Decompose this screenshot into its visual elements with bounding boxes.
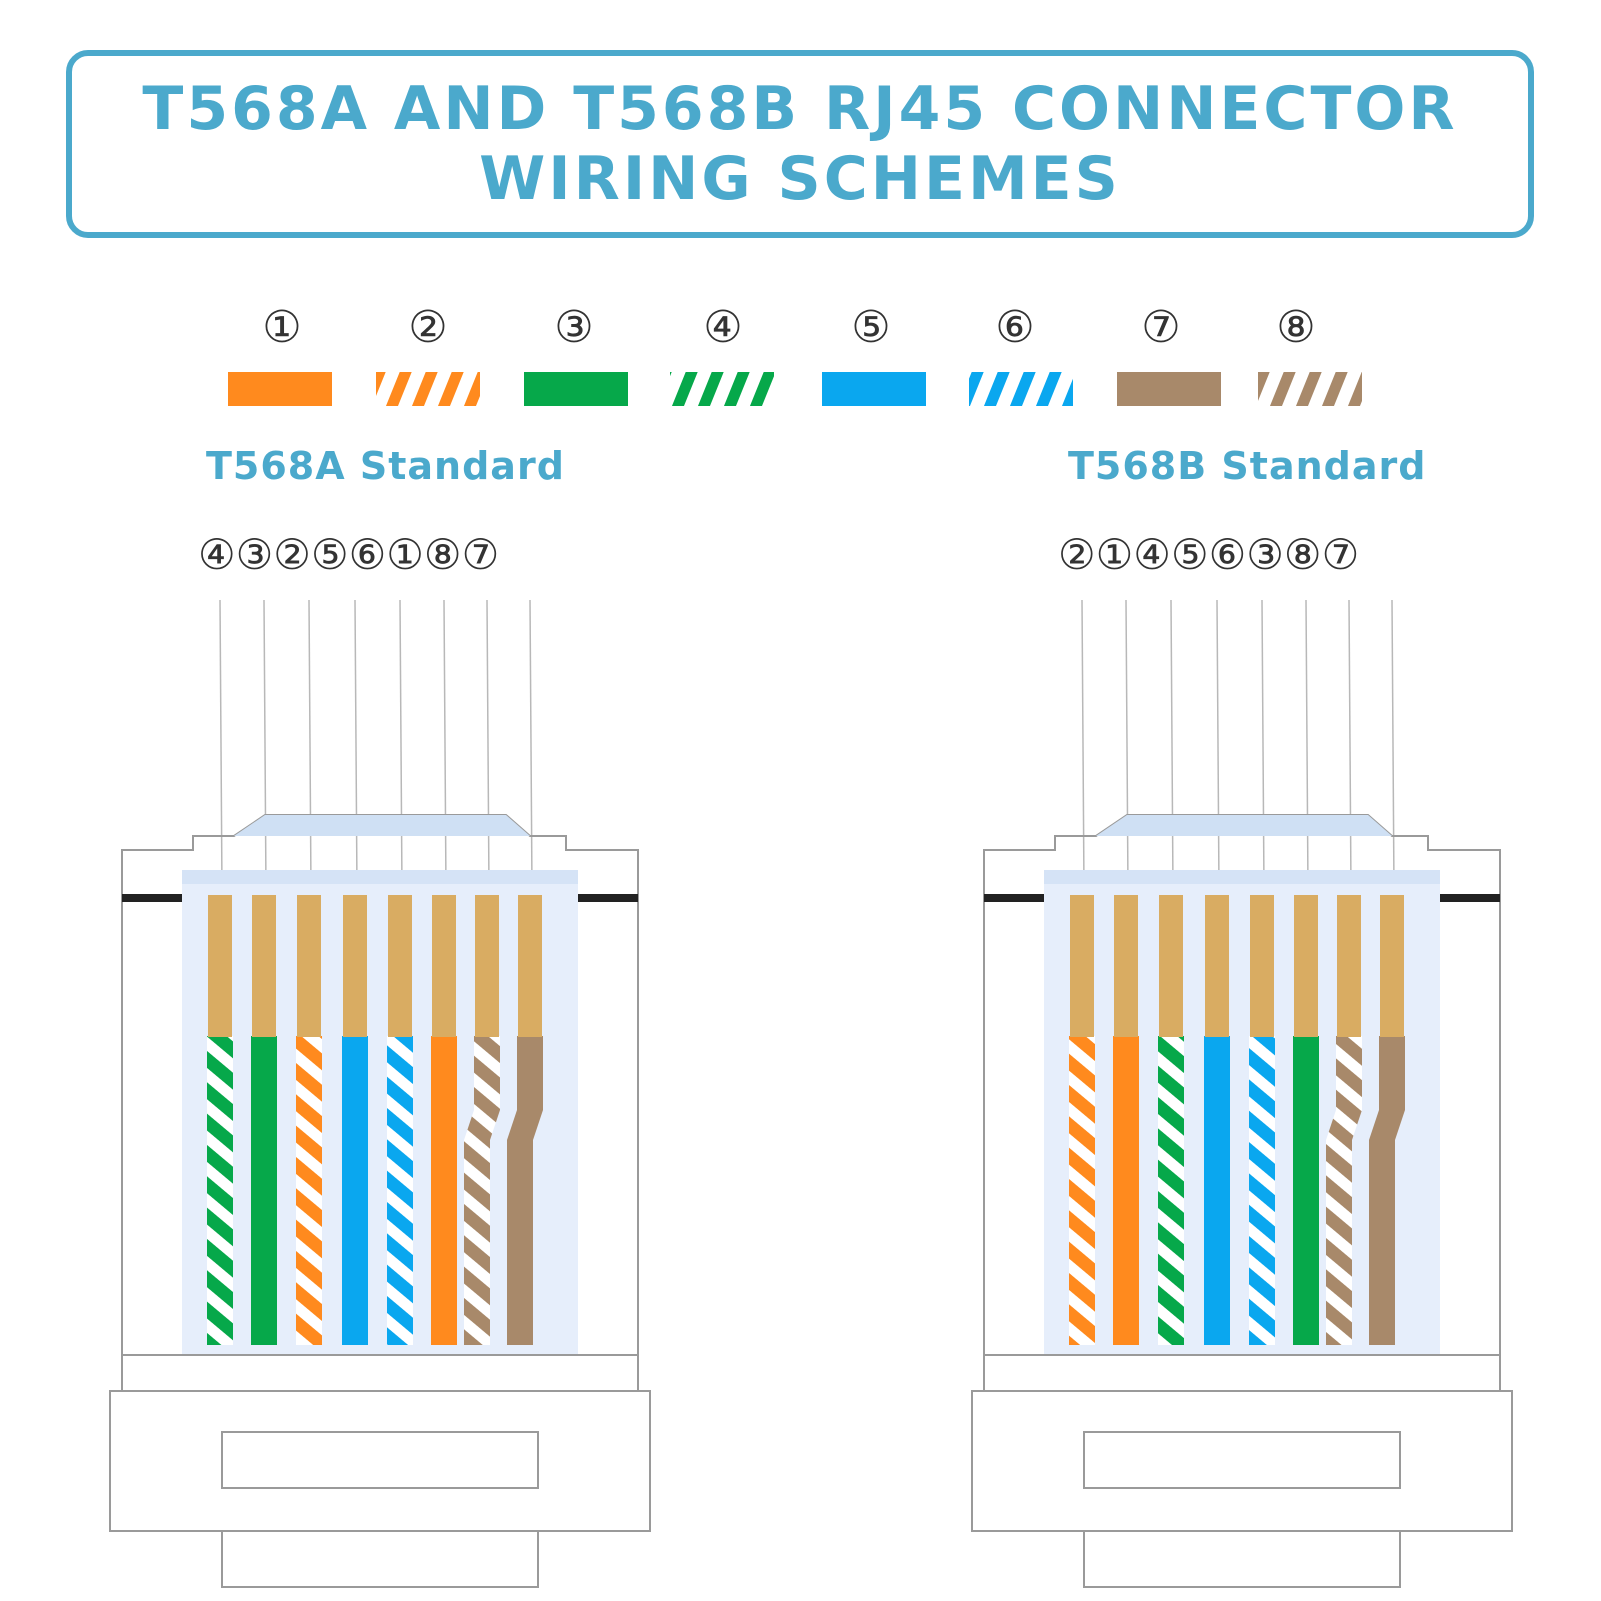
legend-num-2: ② <box>408 302 448 353</box>
t568b-wire-8 <box>1369 1036 1405 1345</box>
legend-num-1: ① <box>262 302 302 353</box>
t568a-pin-contact-7 <box>475 895 499 1037</box>
legend-num-6: ⑥ <box>995 302 1035 353</box>
t568b-pin-contact-3 <box>1159 895 1183 1037</box>
legend-swatch-6 <box>969 372 1073 406</box>
legend-swatch-5 <box>822 372 926 406</box>
t568b-collar <box>983 1354 1501 1392</box>
t568b-wire-6 <box>1293 1036 1319 1345</box>
t568b-pin-contact-2 <box>1114 895 1138 1037</box>
legend-swatch-1 <box>228 372 332 406</box>
title-line-1: T568A AND T568B RJ45 CONNECTOR <box>142 74 1458 144</box>
t568a-lead-line-2 <box>263 599 267 891</box>
t568a-left-bar <box>122 894 182 902</box>
t568b-right-bar <box>1440 894 1500 902</box>
legend-swatch-7 <box>1117 372 1221 406</box>
t568a-boot-window <box>221 1431 539 1489</box>
t568b-lead-line-3 <box>1170 599 1174 891</box>
legend-swatch-4 <box>670 372 774 406</box>
t568b-wire-3 <box>1158 1036 1184 1345</box>
t568a-pin-order: ④③②⑤⑥①⑧⑦ <box>198 530 500 579</box>
legend-num-8: ⑧ <box>1276 302 1316 353</box>
t568a-wire-6 <box>431 1036 457 1345</box>
t568b-lead-line-4 <box>1216 599 1220 891</box>
t568a-lead-line-1 <box>219 599 223 891</box>
t568a-pin-contact-3 <box>297 895 321 1037</box>
t568a-pin-contact-4 <box>343 895 367 1037</box>
t568b-wire-2 <box>1113 1036 1139 1345</box>
legend-num-4: ④ <box>703 302 743 353</box>
t568b-lead-line-8 <box>1391 599 1395 891</box>
t568a-lead-line-7 <box>486 599 490 891</box>
legend-num-3: ③ <box>554 302 594 353</box>
t568a-standard-label: T568A Standard <box>206 444 565 488</box>
legend-swatch-2 <box>376 372 480 406</box>
t568b-boot-window <box>1083 1431 1401 1489</box>
t568a-wire-3 <box>296 1036 322 1345</box>
t568a-pin-contact-5 <box>388 895 412 1037</box>
t568a-collar <box>121 1354 639 1392</box>
t568b-pin-contact-6 <box>1294 895 1318 1037</box>
t568a-right-bar <box>578 894 638 902</box>
legend-swatch-8 <box>1258 372 1362 406</box>
t568b-connector <box>971 599 1513 1588</box>
t568a-cable-stub <box>221 1530 539 1588</box>
t568b-lead-line-2 <box>1125 599 1129 891</box>
t568b-pin-contact-4 <box>1205 895 1229 1037</box>
t568b-lead-line-6 <box>1305 599 1309 891</box>
t568a-wire-4 <box>342 1036 368 1345</box>
t568a-connector <box>109 599 651 1588</box>
t568b-pin-contact-1 <box>1070 895 1094 1037</box>
legend-num-5: ⑤ <box>851 302 891 353</box>
t568b-wire-1 <box>1069 1036 1095 1345</box>
t568b-pin-order: ②①④⑤⑥③⑧⑦ <box>1058 530 1360 579</box>
t568a-pin-contact-2 <box>252 895 276 1037</box>
t568a-inner-top <box>182 870 578 884</box>
legend-num-7: ⑦ <box>1141 302 1181 353</box>
t568b-standard-label: T568B Standard <box>1068 444 1427 488</box>
t568b-lead-line-5 <box>1261 599 1265 891</box>
t568a-wire-1 <box>207 1036 233 1345</box>
t568b-cap <box>1096 815 1392 836</box>
t568a-wire-5 <box>387 1036 413 1345</box>
t568a-wire-8 <box>507 1036 543 1345</box>
title-line-2: WIRING SCHEMES <box>479 144 1121 214</box>
t568a-lead-line-5 <box>399 599 403 891</box>
t568a-cap <box>234 815 530 836</box>
t568a-wire-2 <box>251 1036 277 1345</box>
t568a-pin-contact-8 <box>518 895 542 1037</box>
t568b-inner-top <box>1044 870 1440 884</box>
t568b-wire-4 <box>1204 1036 1230 1345</box>
t568a-pin-contact-6 <box>432 895 456 1037</box>
legend-swatches <box>228 372 1362 406</box>
t568a-pin-contact-1 <box>208 895 232 1037</box>
t568a-lead-line-4 <box>354 599 358 891</box>
t568b-lead-line-7 <box>1348 599 1352 891</box>
t568a-wire-7 <box>464 1036 500 1345</box>
t568b-pin-contact-7 <box>1337 895 1361 1037</box>
title-box: T568A AND T568B RJ45 CONNECTOR WIRING SC… <box>66 50 1534 238</box>
t568a-lead-line-6 <box>443 599 447 891</box>
t568b-wire-5 <box>1249 1036 1275 1345</box>
t568b-wire-7 <box>1326 1036 1362 1345</box>
t568a-lead-line-3 <box>308 599 312 891</box>
t568b-lead-line-1 <box>1081 599 1085 891</box>
t568a-lead-line-8 <box>529 599 533 891</box>
legend-swatch-3 <box>524 372 628 406</box>
t568b-cable-stub <box>1083 1530 1401 1588</box>
t568b-pin-contact-8 <box>1380 895 1404 1037</box>
t568b-left-bar <box>984 894 1044 902</box>
t568b-pin-contact-5 <box>1250 895 1274 1037</box>
